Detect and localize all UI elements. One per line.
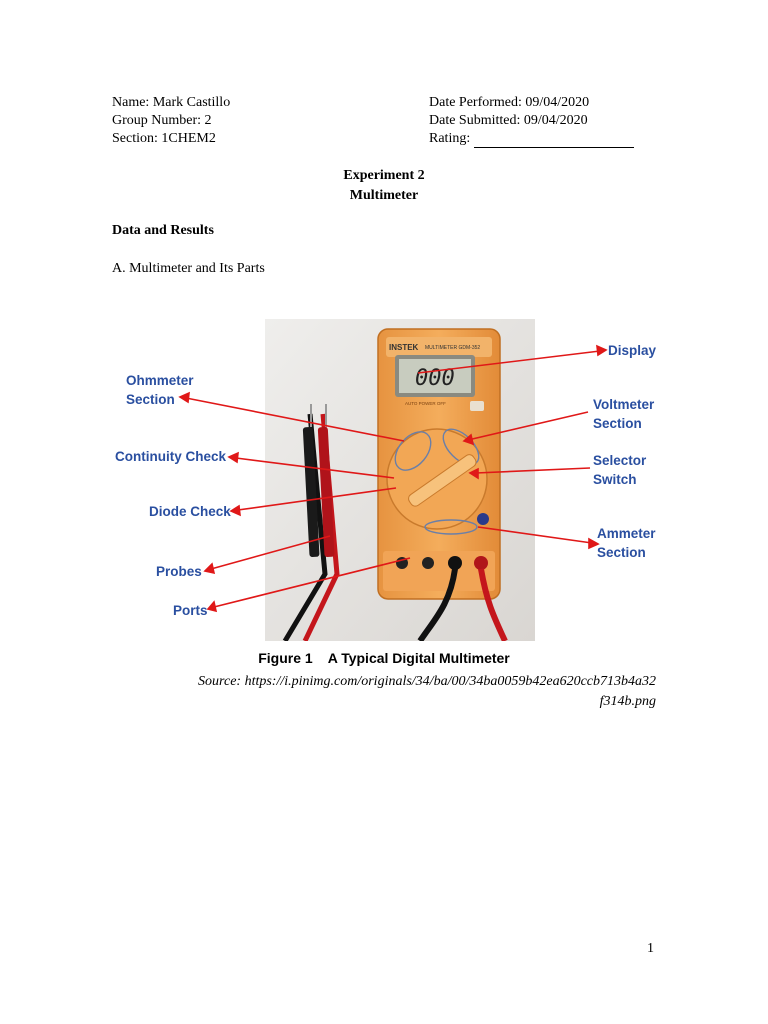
brand-text: INSTEK bbox=[389, 343, 419, 352]
label-ports: Ports bbox=[173, 603, 208, 618]
subsection-heading: A. Multimeter and Its Parts bbox=[112, 261, 265, 276]
label-diode: Diode Check bbox=[149, 504, 231, 519]
multimeter-photo: INSTEK MULTIMETER GDM-352 000 AUTO POWER… bbox=[265, 319, 535, 643]
date-submitted: Date Submitted: 09/04/2020 bbox=[429, 113, 588, 128]
page-number: 1 bbox=[647, 941, 654, 956]
label-ohmmeter-2: Section bbox=[126, 392, 175, 407]
figure-caption: Figure 1 A Typical Digital Multimeter bbox=[258, 650, 510, 666]
student-name: Name: Mark Castillo bbox=[112, 95, 231, 110]
label-ammeter-1: Ammeter bbox=[597, 526, 656, 541]
label-selector-2: Switch bbox=[593, 472, 637, 487]
rating-label: Rating: bbox=[429, 131, 471, 146]
auto-power-text: AUTO POWER OFF bbox=[405, 401, 446, 406]
label-selector-1: Selector bbox=[593, 453, 647, 468]
section-code: Section: 1CHEM2 bbox=[112, 131, 216, 146]
label-display: Display bbox=[608, 343, 657, 358]
label-probes: Probes bbox=[156, 564, 202, 579]
label-voltmeter-2: Section bbox=[593, 416, 642, 431]
experiment-subject: Multimeter bbox=[349, 188, 419, 203]
figure-source: Source: https://i.pinimg.com/originals/3… bbox=[136, 672, 656, 712]
label-voltmeter-1: Voltmeter bbox=[593, 397, 655, 412]
multimeter-illustration: INSTEK MULTIMETER GDM-352 000 AUTO POWER… bbox=[265, 319, 535, 643]
label-ohmmeter-1: Ohmmeter bbox=[126, 373, 194, 388]
source-line-2: f314b.png bbox=[599, 694, 656, 709]
section-heading: Data and Results bbox=[112, 223, 214, 238]
source-line-1: Source: https://i.pinimg.com/originals/3… bbox=[198, 674, 656, 689]
figure-annotations: Display Ohmmeter Section Voltmeter Secti… bbox=[115, 343, 657, 618]
rating-blank-line bbox=[474, 134, 635, 148]
rating-field: Rating: bbox=[429, 130, 635, 148]
group-number: Group Number: 2 bbox=[112, 113, 212, 128]
label-ammeter-2: Section bbox=[597, 545, 646, 560]
experiment-title: Experiment 2 bbox=[343, 168, 425, 183]
date-performed: Date Performed: 09/04/2020 bbox=[429, 95, 590, 110]
label-continuity: Continuity Check bbox=[115, 449, 226, 464]
model-text: MULTIMETER GDM-352 bbox=[425, 345, 480, 351]
